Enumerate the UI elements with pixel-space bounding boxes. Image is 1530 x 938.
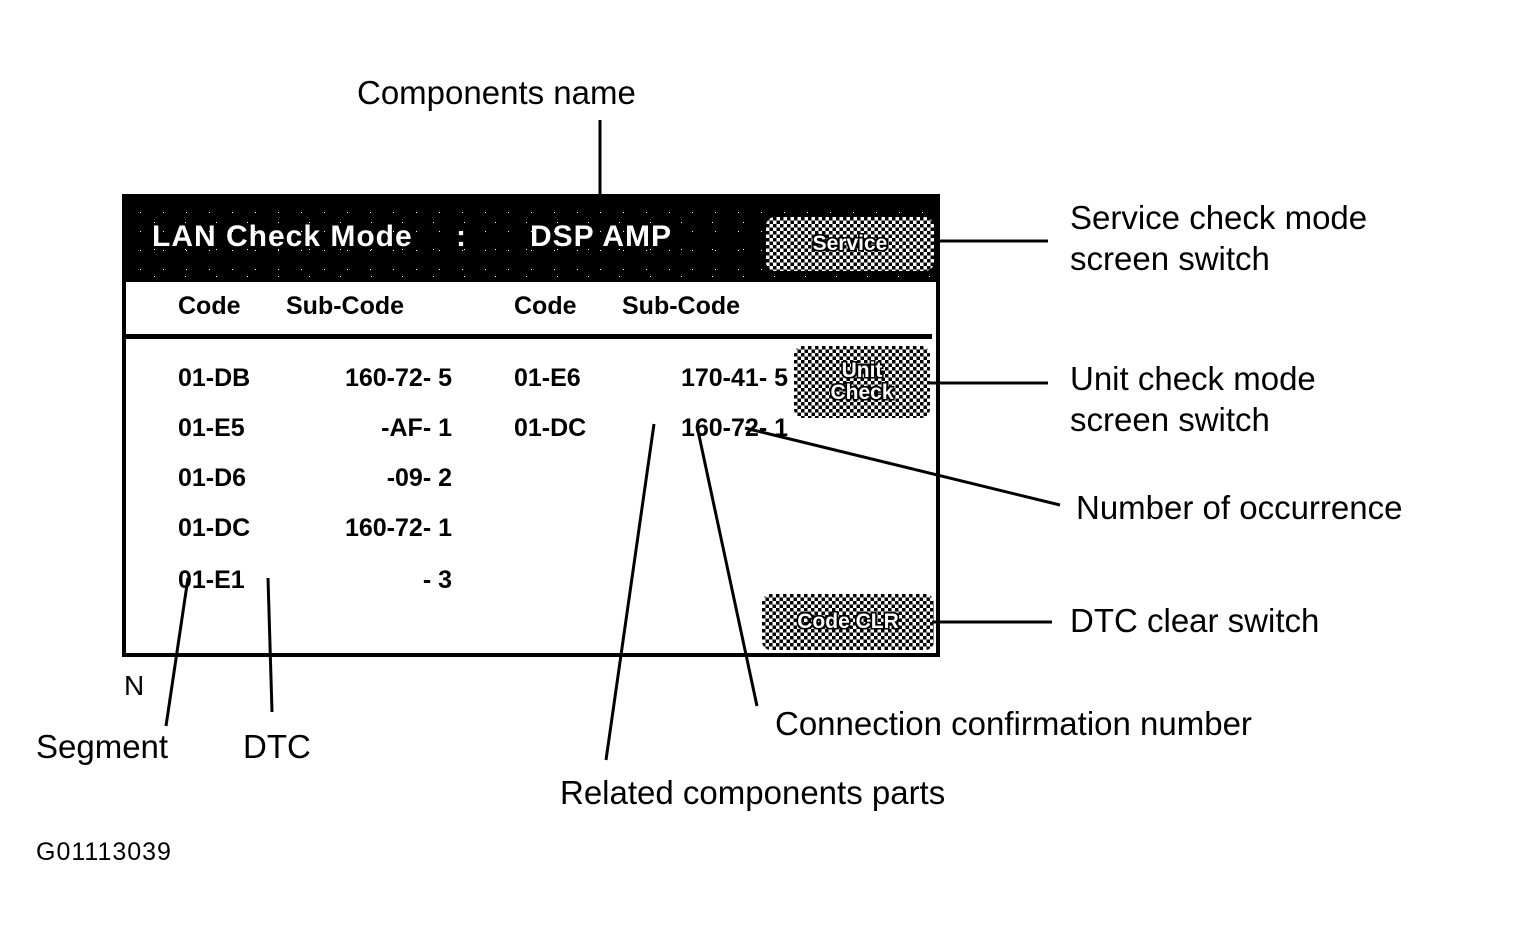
annotation-unit-check-mode-switch: Unit check mode screen switch [1070,358,1316,440]
annotation-service-check-mode-switch: Service check mode screen switch [1070,197,1367,279]
annotation-related-components-parts: Related components parts [560,774,946,811]
service-button-label: Service [812,232,888,255]
table-row-subcode2-1: 170-41- 5 [680,364,788,392]
dtc-table-header-row: Code Sub-Code Code Sub-Code [126,292,936,332]
table-row-subcode-4: 160-72- 1 [344,514,452,542]
marker-n: N [124,670,145,701]
table-row-code2-2: 01-DC [514,414,587,442]
annotation-unit-line1: Unit check mode [1070,360,1316,397]
table-row-subcode2-2: 160-72- 1 [680,414,788,442]
table-header-divider [126,334,932,339]
header-component-name: DSP AMP [530,220,673,253]
screen-header-bar: LAN Check Mode : DSP AMP Service [126,198,936,282]
callout-components-name: Components name [357,74,636,111]
annotation-service-line1: Service check mode [1070,199,1368,236]
service-mode-button[interactable]: Service [766,217,934,271]
figure-id: G01113039 [36,838,172,866]
table-row-subcode-2: -AF- 1 [381,414,452,442]
table-row-code-5: 01-E1 [178,566,245,594]
annotation-service-line2: screen switch [1070,240,1270,277]
header-mode-label: LAN Check Mode [152,220,413,253]
table-row-code-4: 01-DC [178,514,251,542]
annotation-dtc: DTC [243,728,311,765]
table-row-subcode-1: 160-72- 5 [344,364,452,392]
column-header-code-2: Code [514,292,577,320]
column-header-subcode-1: Sub-Code [286,292,405,320]
code-clear-button[interactable]: Code CLR [762,594,934,650]
table-row-code-2: 01-E5 [178,414,245,442]
table-row-subcode-3: -09- 2 [386,464,452,492]
annotation-dtc-clear-switch: DTC clear switch [1070,602,1320,639]
annotation-segment: Segment [36,728,169,765]
annotation-number-of-occurrence: Number of occurrence [1076,489,1403,526]
code-clear-button-label: Code CLR [797,610,899,633]
annotation-unit-line2: screen switch [1070,401,1270,438]
table-row-code-3: 01-D6 [178,464,247,492]
table-row-code-1: 01-DB [178,364,251,392]
table-row-code2-1: 01-E6 [514,364,581,392]
column-header-subcode-2: Sub-Code [622,292,741,320]
unit-check-label-line2: Check [830,381,894,404]
header-separator: : [456,220,466,253]
annotation-connection-confirmation-number: Connection confirmation number [775,705,1252,742]
column-header-code-1: Code [178,292,241,320]
table-row-subcode-5: - 3 [422,566,452,594]
unit-check-label-line1: Unit [841,359,883,382]
lcd-screen-panel: LAN Check Mode : DSP AMP Service Code Su… [122,194,940,657]
